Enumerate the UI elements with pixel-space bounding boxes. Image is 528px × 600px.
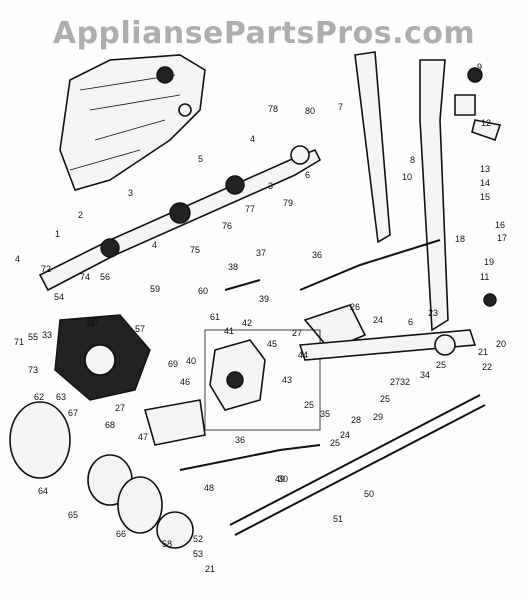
callout: 76: [222, 221, 232, 231]
callout: 60: [198, 286, 208, 296]
callout: 21: [205, 564, 215, 574]
callout: 66: [116, 529, 126, 539]
callout: 1: [55, 229, 60, 239]
callout: 69: [168, 359, 178, 369]
callout: 64: [38, 486, 48, 496]
callout: 24: [373, 315, 383, 325]
callout: 4: [152, 240, 157, 250]
callout: 37: [256, 248, 266, 258]
callout: 4: [15, 254, 20, 264]
callout: 50: [364, 489, 374, 499]
callout: 49: [275, 474, 285, 484]
callout: 24: [340, 430, 350, 440]
callout: 3: [128, 188, 133, 198]
callout: 20: [496, 339, 506, 349]
callout: 23: [428, 308, 438, 318]
callout: 8: [410, 155, 415, 165]
callout: 68: [105, 420, 115, 430]
callout: 34: [420, 370, 430, 380]
callout: 22: [482, 362, 492, 372]
callout: 41: [224, 326, 234, 336]
callout: 44: [298, 350, 308, 360]
callout: 25: [330, 438, 340, 448]
callout: 35: [320, 409, 330, 419]
callout: 36: [235, 435, 245, 445]
callout: 65: [68, 510, 78, 520]
callout: 29: [373, 412, 383, 422]
callout: 58: [162, 539, 172, 549]
callout: 46: [180, 377, 190, 387]
callout: 53: [193, 549, 203, 559]
callout: 15: [480, 192, 490, 202]
callout: 4: [250, 134, 255, 144]
callout: 27: [115, 403, 125, 413]
callout: 77: [245, 204, 255, 214]
callout: 71: [14, 337, 24, 347]
callout: 56: [100, 272, 110, 282]
callout: 61: [210, 312, 220, 322]
callout: 6: [305, 170, 310, 180]
callout: 3: [268, 181, 273, 191]
callout: 5: [198, 154, 203, 164]
callout: 52: [193, 534, 203, 544]
callout: 19: [484, 257, 494, 267]
callout: 74: [80, 272, 90, 282]
callout: 32: [400, 377, 410, 387]
callout: 18: [455, 234, 465, 244]
callout: 57: [135, 324, 145, 334]
callout: 2: [78, 210, 83, 220]
callout: 48: [204, 483, 214, 493]
callout: 39: [259, 294, 269, 304]
callout-labels: 1 2 3 3 4 4 4 5 6 6 7 8 9 10 11 12 13 14…: [14, 62, 507, 574]
callout: 26: [350, 302, 360, 312]
callout: 51: [333, 514, 343, 524]
callout: 38: [228, 262, 238, 272]
callout: 45: [267, 339, 277, 349]
callout: 62: [34, 392, 44, 402]
callout: 25: [436, 360, 446, 370]
callout: 78: [268, 104, 278, 114]
lever-10: [419, 59, 449, 332]
callout: 75: [190, 245, 200, 255]
callout: 10: [402, 172, 412, 182]
callout: 80: [305, 106, 315, 116]
callout: 73: [28, 365, 38, 375]
upper-head-assembly: [59, 54, 206, 191]
callout: 43: [282, 375, 292, 385]
callout: 31: [85, 318, 95, 328]
callout: 67: [68, 408, 78, 418]
callout: 9: [477, 62, 482, 72]
callout: 47: [138, 432, 148, 442]
callout: 55: [28, 332, 38, 342]
callout: 54: [54, 292, 64, 302]
callout: 12: [481, 118, 491, 128]
callout: 27: [292, 328, 302, 338]
callout: 70: [88, 317, 98, 327]
callout: 59: [150, 284, 160, 294]
callout: 7: [338, 102, 343, 112]
main-shaft: [38, 145, 322, 292]
callout: 25: [304, 400, 314, 410]
callout: 6: [408, 317, 413, 327]
callout: 40: [186, 356, 196, 366]
callout: 11: [480, 272, 489, 282]
callout: 79: [283, 198, 293, 208]
callout: 13: [480, 164, 490, 174]
bar-7: [354, 51, 391, 244]
callout: 36: [312, 250, 322, 260]
callout: 30: [278, 474, 288, 484]
callout: 27: [390, 377, 400, 387]
callout: 63: [56, 392, 66, 402]
callout: 25: [380, 394, 390, 404]
callout: 21: [478, 347, 488, 357]
callout: 28: [351, 415, 361, 425]
callout: 16: [495, 220, 505, 230]
callout: 14: [480, 178, 490, 188]
callout: 33: [42, 330, 52, 340]
callout: 72: [41, 264, 51, 274]
callout: 42: [242, 318, 252, 328]
callout: 17: [497, 233, 507, 243]
